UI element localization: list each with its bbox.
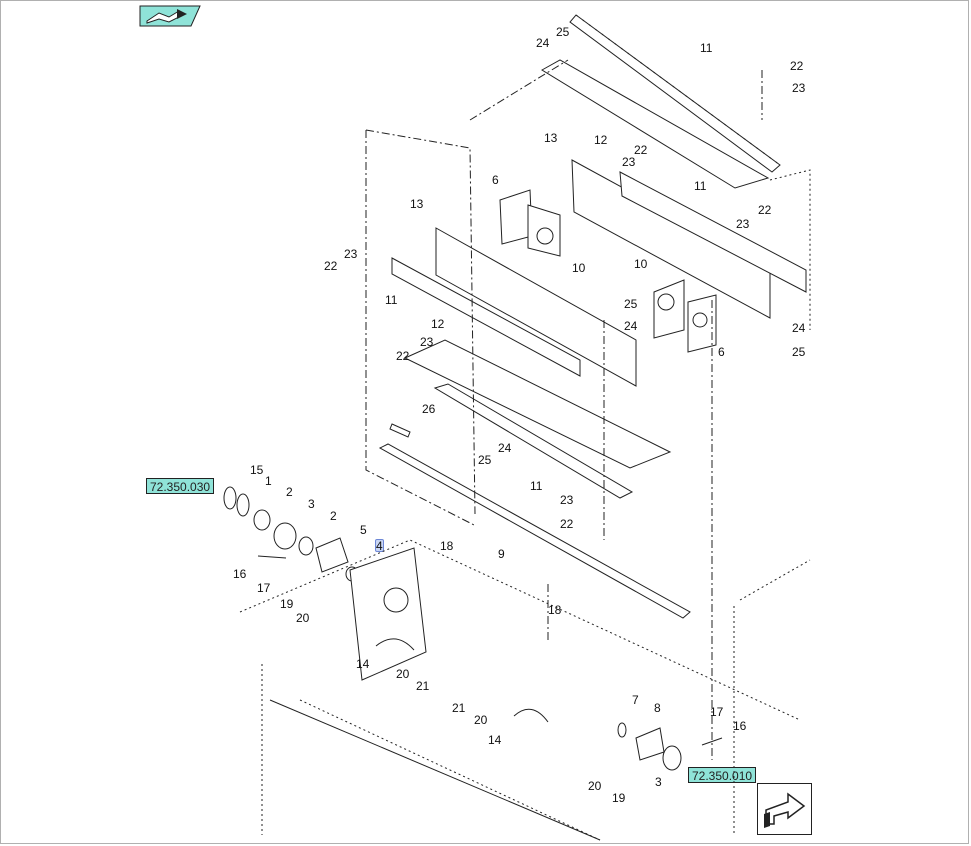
callout-number: 24: [498, 441, 512, 455]
callout-number: 21: [416, 679, 430, 693]
callout-number: 11: [530, 479, 543, 493]
callout-number: 10: [572, 261, 586, 275]
callout-number: 21: [452, 701, 466, 715]
callout-number: 6: [718, 345, 725, 359]
callout-number: 2: [330, 509, 337, 523]
callout-number: 24: [624, 319, 638, 333]
callout-number: 19: [280, 597, 294, 611]
ref-link-bottom[interactable]: 72.350.010: [688, 767, 757, 783]
callout-number: 11: [694, 179, 707, 193]
callout-number: 20: [588, 779, 602, 793]
callout-number: 23: [420, 335, 434, 349]
callout-number: 22: [634, 143, 648, 157]
callout-number: 20: [396, 667, 410, 681]
callout-number: 22: [758, 203, 772, 217]
callout-number: 24: [792, 321, 806, 335]
callout-number: 10: [634, 257, 648, 271]
callout-number: 3: [308, 497, 315, 511]
callout-number: 25: [624, 297, 638, 311]
callout-number: 22: [396, 349, 410, 363]
callout-number: 23: [736, 217, 750, 231]
callout-number: 16: [233, 567, 247, 581]
callout-number: 23: [344, 247, 358, 261]
callout-number: 3: [655, 775, 662, 789]
callout-number: 8: [654, 701, 661, 715]
next-page-arrow-icon[interactable]: [757, 783, 812, 835]
book-arrow-icon[interactable]: [139, 5, 201, 27]
callout-number: 2: [286, 485, 293, 499]
callout-number: 17: [710, 705, 724, 719]
callout-number: 4: [376, 539, 383, 553]
callout-number: 23: [792, 81, 806, 95]
callout-number: 11: [700, 41, 713, 55]
callout-number: 22: [324, 259, 338, 273]
callout-number: 18: [548, 603, 562, 617]
callout-number: 9: [498, 547, 505, 561]
callout-number: 12: [594, 133, 608, 147]
callout-number: 22: [790, 59, 804, 73]
callout-number: 25: [478, 453, 492, 467]
callout-number: 25: [792, 345, 806, 359]
callout-number: 13: [410, 197, 424, 211]
callout-number: 22: [560, 517, 574, 531]
callout-number: 25: [556, 25, 570, 39]
callout-number: 20: [474, 713, 488, 727]
callout-number: 11: [385, 293, 398, 307]
callout-number: 19: [612, 791, 626, 805]
callout-number: 26: [422, 402, 436, 416]
callout-number: 23: [560, 493, 574, 507]
callout-number: 24: [536, 36, 550, 50]
callout-number: 23: [622, 155, 636, 169]
callout-number: 13: [544, 131, 558, 145]
callout-number: 1: [265, 474, 272, 488]
callout-number: 14: [488, 733, 502, 747]
ref-link-top[interactable]: 72.350.030: [146, 478, 215, 494]
callout-number: 17: [257, 581, 271, 595]
callout-number: 6: [492, 173, 499, 187]
callout-number: 14: [356, 657, 370, 671]
highlighted-callout: [375, 539, 384, 552]
callout-number: 18: [440, 539, 454, 553]
callout-number: 20: [296, 611, 310, 625]
callout-number: 12: [431, 317, 445, 331]
callout-number: 16: [733, 719, 747, 733]
callout-number: 15: [250, 463, 264, 477]
callout-number: 7: [632, 693, 639, 707]
callout-number: 5: [360, 523, 367, 537]
